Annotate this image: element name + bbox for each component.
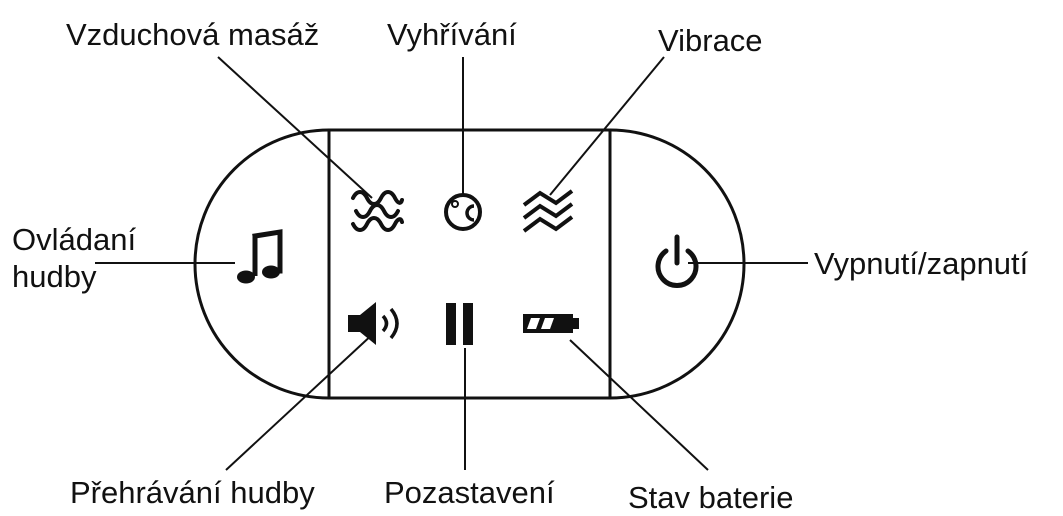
label-power: Vypnutí/zapnutí <box>814 246 1029 281</box>
speaker-icon[interactable] <box>348 302 399 345</box>
leader-battery <box>569 339 709 471</box>
remote-body <box>193 128 746 400</box>
pause-icon[interactable] <box>446 303 473 345</box>
label-vibration: Vibrace <box>658 23 763 58</box>
label-pause: Pozastavení <box>384 475 555 510</box>
label-music-playback: Přehrávání hudby <box>70 475 315 510</box>
leader-music-playback <box>225 331 376 471</box>
label-music-control-line1: Ovládaní <box>12 222 137 257</box>
label-heating: Vyhřívání <box>387 17 517 52</box>
battery-icon[interactable] <box>523 314 579 333</box>
celsius-icon[interactable] <box>444 193 482 231</box>
air-wave-icon[interactable] <box>351 190 404 232</box>
label-air-massage: Vzduchová masáž <box>66 17 320 52</box>
music-note-icon[interactable] <box>237 229 283 284</box>
power-icon[interactable] <box>655 234 699 288</box>
label-music-control-line2: hudby <box>12 259 97 294</box>
leader-air-massage <box>217 56 373 199</box>
leader-vibration <box>549 56 665 196</box>
vibration-icon[interactable] <box>522 189 574 233</box>
label-battery: Stav baterie <box>628 480 794 515</box>
